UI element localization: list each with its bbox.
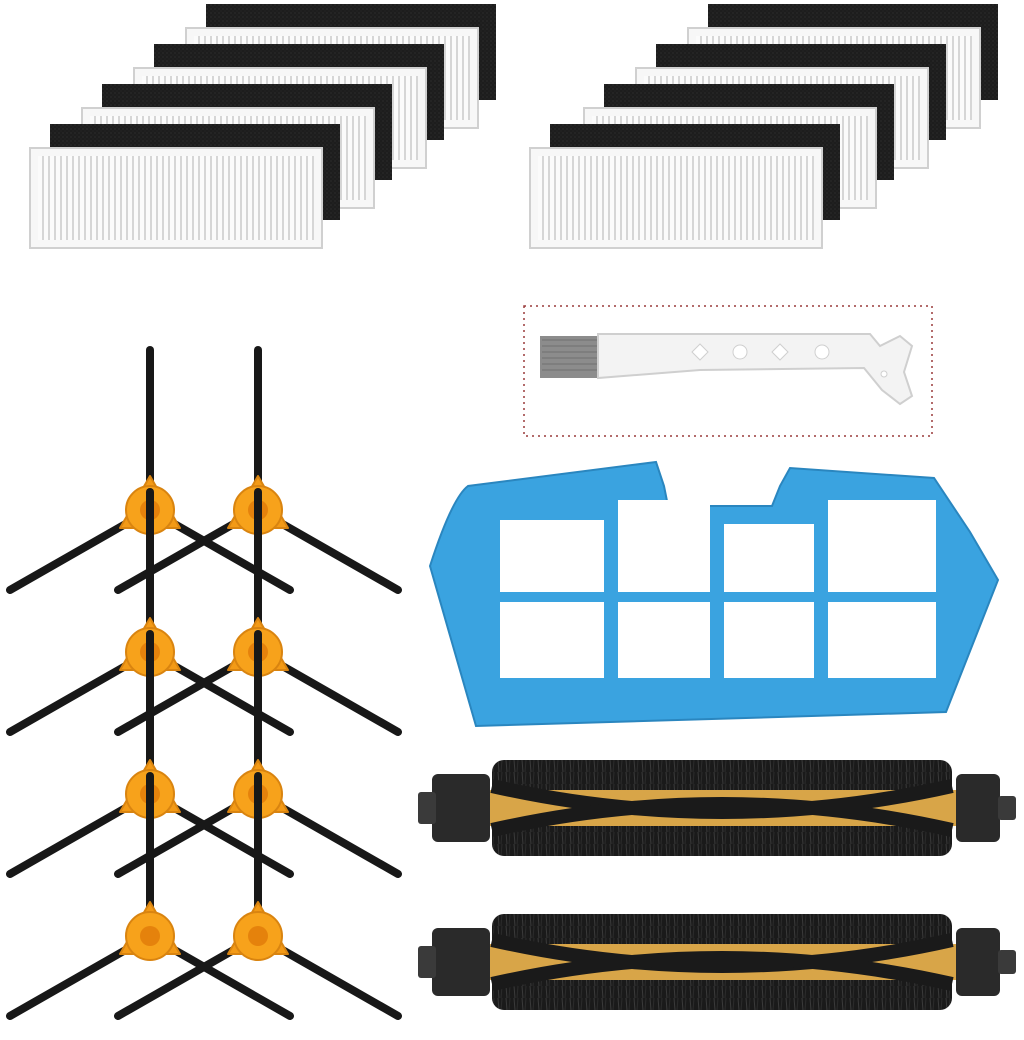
filter-set-right	[529, 3, 999, 249]
main-rollers	[418, 760, 1016, 1010]
dotted-frame	[523, 305, 933, 437]
side-brushes	[10, 350, 398, 1016]
filter-set-left	[29, 3, 497, 249]
tool-bristles	[540, 336, 600, 378]
tool-handle	[597, 333, 914, 406]
primary-filter	[428, 460, 1000, 728]
filter-left-1	[29, 123, 341, 249]
filter-right-1	[529, 123, 841, 249]
cleaning-tool	[523, 305, 933, 437]
roller-brush-1	[418, 760, 1016, 856]
roller-brush-2	[418, 914, 1016, 1010]
